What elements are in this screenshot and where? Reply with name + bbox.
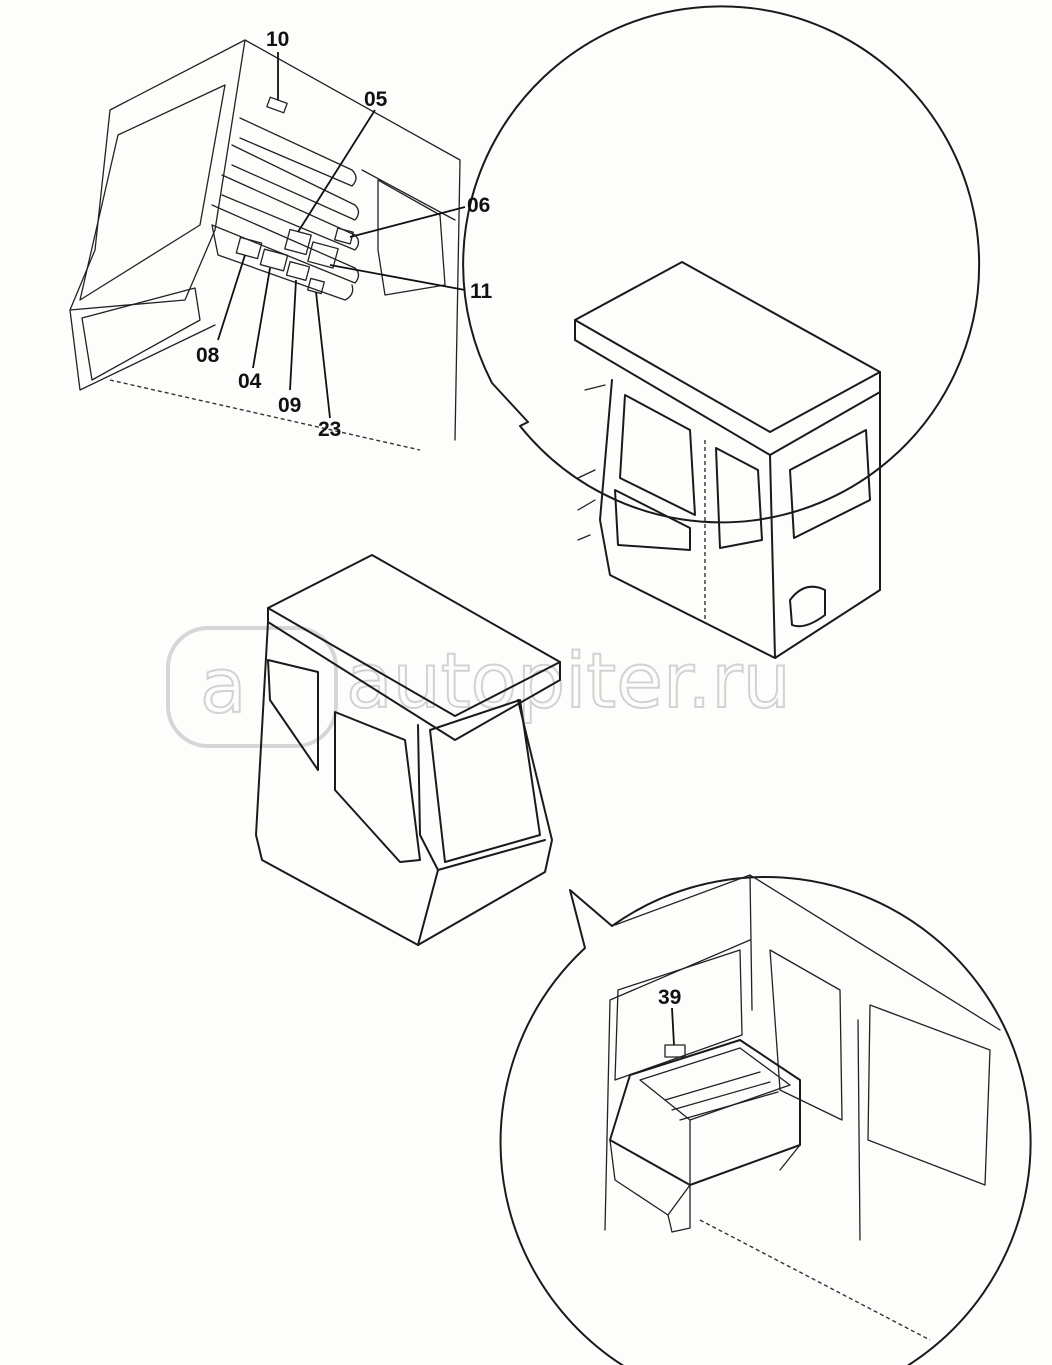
interior-window-rear	[614, 949, 743, 1081]
detail-circle-top: 10 05 06 11 08 04 09 23	[69, 5, 981, 524]
cab-middle-rear-window	[267, 659, 319, 771]
part-label-05: 05	[364, 88, 388, 111]
part-label-10: 10	[266, 28, 289, 51]
watermark-text: autopiter.ru	[346, 636, 791, 725]
cab-right-window-3	[715, 447, 763, 549]
leader-06	[349, 206, 466, 238]
interior-left-wall	[604, 939, 751, 1231]
rail-group	[211, 117, 360, 301]
cab-middle-side-window	[334, 711, 421, 863]
cab-right-window-2	[614, 489, 691, 551]
cab-middle-front-window	[429, 699, 541, 863]
part-label-09: 09	[278, 394, 301, 417]
cab-right-side	[599, 379, 776, 659]
cab-right-front	[769, 391, 881, 659]
seat-console	[609, 1039, 801, 1233]
interior-pillar	[857, 1019, 861, 1241]
watermark-logo-letter: a	[200, 641, 247, 730]
part-label-08: 08	[196, 344, 220, 367]
decal-10	[266, 96, 288, 114]
cab-right-brackets	[577, 384, 606, 541]
detail-circle-bottom: 39	[499, 874, 1032, 1365]
floor-line	[109, 379, 421, 451]
part-label-23: 23	[318, 418, 341, 441]
leader-09	[289, 279, 297, 391]
cab-right-window-front	[789, 429, 871, 539]
callout-bubble-bottom	[499, 876, 1032, 1365]
interior-window-2	[867, 1004, 991, 1186]
interior-window-1	[769, 949, 843, 1121]
part-label-06: 06	[467, 194, 490, 217]
cab-right-handle	[789, 585, 826, 628]
window-left-upper	[79, 84, 226, 301]
decal-06	[334, 227, 354, 245]
cab-exterior-right	[574, 261, 881, 659]
watermark-logo-icon	[166, 626, 338, 748]
wall-line-right	[361, 169, 456, 221]
decal-23	[307, 277, 325, 295]
decal-04	[259, 248, 289, 272]
cab-corner-post	[69, 39, 246, 311]
cab-right-window-1	[619, 394, 696, 516]
leader-23	[315, 291, 331, 419]
cab-right-roof	[574, 261, 881, 433]
window-left-lower	[81, 287, 201, 381]
interior-floor-line	[699, 1219, 931, 1341]
decal-11	[307, 241, 339, 269]
part-label-39: 39	[658, 986, 681, 1009]
cab-roof-edge	[109, 39, 461, 441]
watermark: a autopiter.ru	[166, 626, 792, 748]
part-label-11: 11	[470, 280, 493, 303]
callout-bubble-top	[462, 5, 981, 524]
leader-39	[671, 1007, 675, 1046]
cab-middle-front-bottom	[417, 699, 553, 946]
window-right	[377, 179, 446, 296]
interior-corner-line	[749, 874, 753, 1011]
decal-39	[664, 1044, 686, 1058]
cab-middle-roof-edge	[267, 607, 561, 741]
leader-08	[217, 254, 246, 341]
leader-05	[297, 109, 376, 233]
cab-exterior-middle	[255, 554, 561, 946]
cab-right-roof-edge	[574, 319, 881, 456]
part-label-04: 04	[238, 370, 262, 393]
cab-left-wall	[69, 109, 216, 391]
leader-04	[252, 267, 271, 369]
cab-middle-post	[417, 724, 439, 946]
cab-middle-left-wall	[255, 621, 419, 946]
leader-11	[329, 264, 466, 291]
decal-09	[285, 261, 311, 281]
cab-middle-sill	[437, 839, 546, 871]
decal-08	[235, 236, 263, 260]
decal-05	[284, 228, 312, 256]
